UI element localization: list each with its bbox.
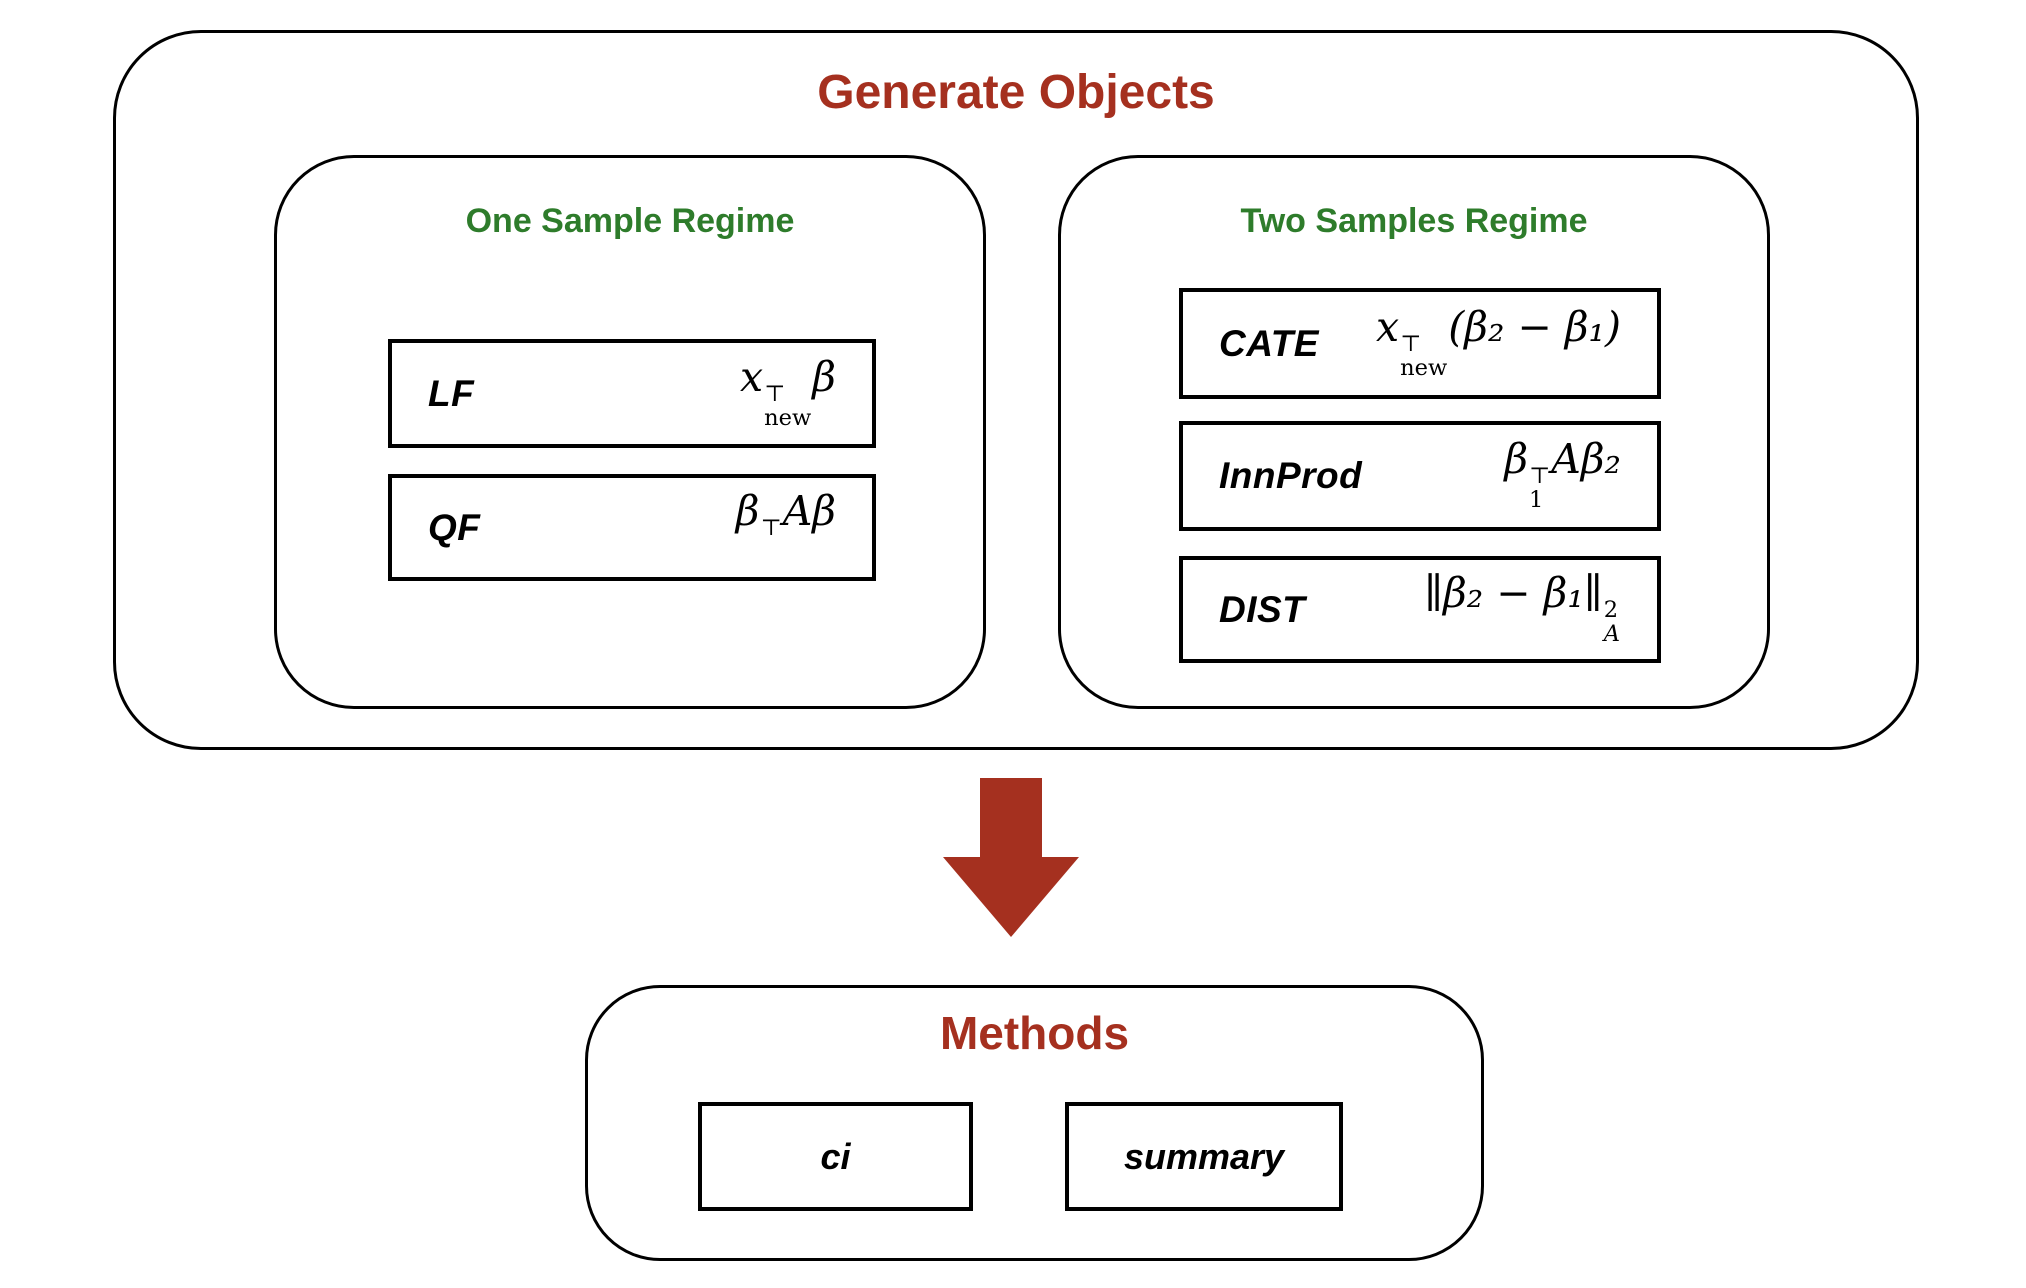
- dist-label: DIST: [1219, 588, 1306, 630]
- generate-objects-container: Generate Objects One Sample Regime LF x⊤…: [113, 30, 1919, 750]
- qf-formula-supsub: ⊤: [760, 514, 782, 564]
- qf-formula: β⊤Aβ: [736, 490, 836, 564]
- summary-box: summary: [1065, 1102, 1343, 1211]
- dist-formula-sup: 2: [1603, 596, 1619, 623]
- qf-formula-base: β: [735, 486, 760, 535]
- cate-formula-supsub: ⊤new: [1400, 330, 1448, 381]
- lf-formula-base: x: [740, 352, 764, 401]
- cate-formula-sup: ⊤: [1400, 330, 1422, 357]
- innprod-formula-tail: Aβ₂: [1551, 435, 1621, 484]
- qf-formula-tail: Aβ: [782, 486, 836, 535]
- lf-label: LF: [428, 372, 475, 414]
- cate-formula-base: x: [1376, 302, 1400, 351]
- qf-label: QF: [428, 506, 481, 548]
- cate-formula-tail: (β₂ − β₁): [1448, 302, 1621, 351]
- qf-formula-sup: ⊤: [760, 514, 782, 541]
- one-sample-title: One Sample Regime: [465, 202, 795, 240]
- ci-label: ci: [820, 1135, 851, 1177]
- cate-formula: x⊤new(β₂ − β₁): [1376, 306, 1621, 381]
- cate-label: CATE: [1219, 322, 1319, 364]
- innprod-label: InnProd: [1219, 455, 1363, 496]
- innprod-formula-sub: 1: [1529, 487, 1544, 514]
- ci-box: ci: [698, 1102, 973, 1211]
- down-arrow-head: [943, 857, 1079, 937]
- dist-formula-sub: A: [1603, 620, 1620, 647]
- cate-formula-sub: new: [1400, 354, 1448, 381]
- lf-formula-supsub: ⊤new: [764, 380, 812, 431]
- generate-objects-title: Generate Objects: [817, 66, 1215, 119]
- methods-title: Methods: [939, 1007, 1130, 1059]
- innprod-formula-sup: ⊤: [1529, 463, 1551, 490]
- two-samples-title: Two Samples Regime: [1240, 202, 1588, 240]
- down-arrow-shaft: [980, 778, 1042, 858]
- methods-container: Methods ci summary: [585, 985, 1484, 1261]
- summary-label: summary: [1123, 1135, 1285, 1177]
- dist-formula-base: ∥β₂ − β₁∥: [1424, 568, 1603, 617]
- qf-box: QF β⊤Aβ: [388, 474, 876, 581]
- innprod-formula-base: β: [1504, 435, 1529, 484]
- cate-box: CATE x⊤new(β₂ − β₁): [1179, 288, 1661, 399]
- lf-formula-tail: β: [812, 352, 836, 401]
- innprod-formula-supsub: ⊤1: [1529, 465, 1550, 512]
- two-samples-panel: Two Samples Regime CATE x⊤new(β₂ − β₁) I…: [1058, 155, 1770, 709]
- lf-formula-sup: ⊤: [764, 380, 786, 407]
- lf-formula-sub: new: [764, 404, 812, 431]
